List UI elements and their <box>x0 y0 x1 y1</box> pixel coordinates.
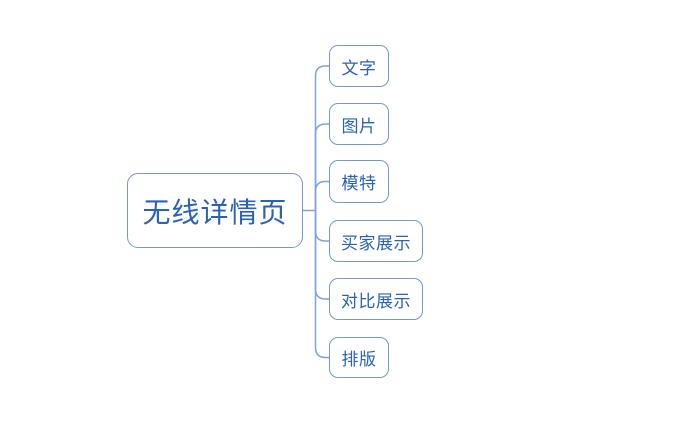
subtopic-node-layout[interactable]: 排版 <box>329 337 389 378</box>
connector-to-child-3 <box>314 209 331 242</box>
subtopic-label: 文字 <box>341 58 377 79</box>
subtopic-label: 模特 <box>341 174 377 194</box>
subtopic-node-text[interactable]: 文字 <box>329 45 389 87</box>
subtopic-node-buyer-show[interactable]: 买家展示 <box>329 220 423 262</box>
subtopic-node-comparison-show[interactable]: 对比展示 <box>329 278 423 320</box>
connector-to-child-5 <box>314 209 331 359</box>
subtopic-label: 买家展示 <box>341 233 411 254</box>
root-topic-node[interactable]: 无线详情页 <box>127 173 303 248</box>
connector-to-child-1 <box>314 123 331 212</box>
subtopic-label: 排版 <box>341 350 377 370</box>
connector-to-child-2 <box>314 180 331 212</box>
connector-to-child-4 <box>314 209 331 300</box>
connector-to-child-0 <box>314 65 331 212</box>
subtopic-label: 图片 <box>341 116 377 137</box>
subtopic-label: 对比展示 <box>341 291 411 312</box>
subtopic-node-image[interactable]: 图片 <box>329 103 389 145</box>
root-topic-label: 无线详情页 <box>142 195 288 229</box>
subtopic-node-model[interactable]: 模特 <box>329 160 389 203</box>
